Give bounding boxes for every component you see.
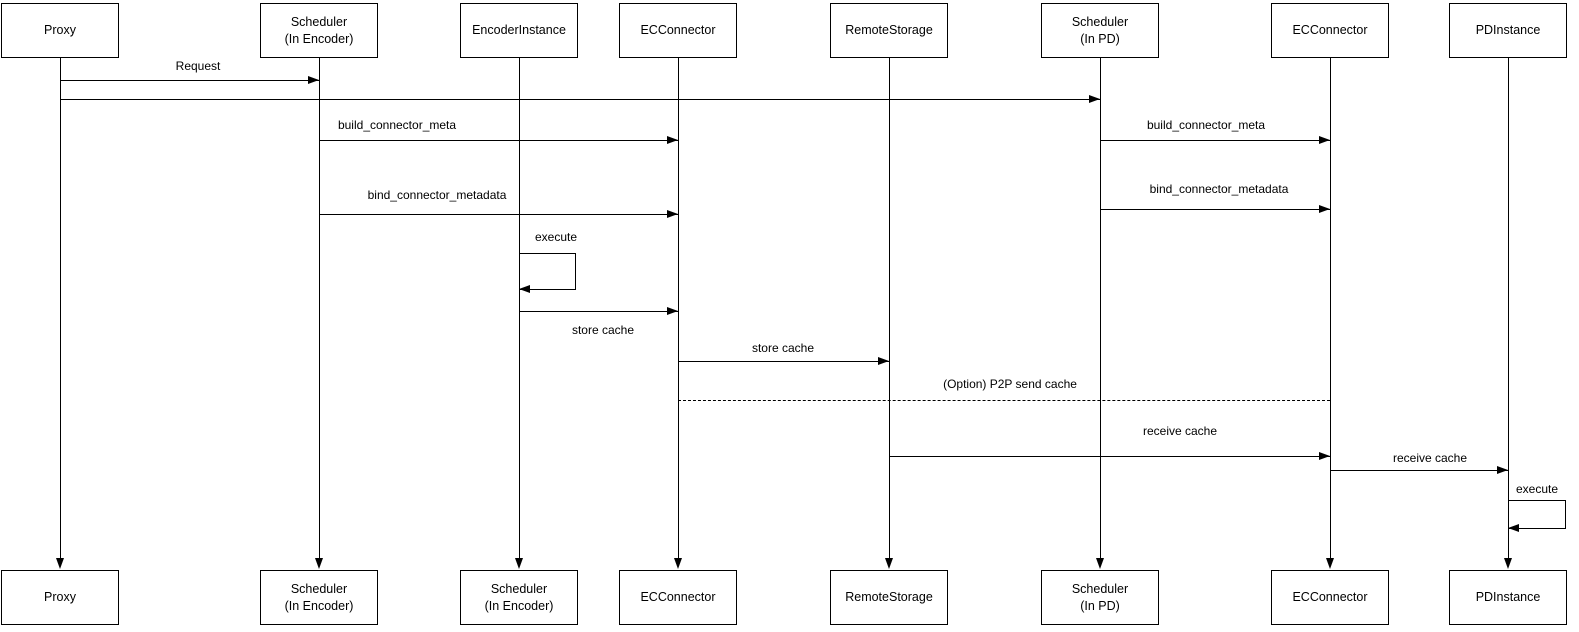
actor-label: RemoteStorage bbox=[845, 23, 933, 38]
actor-label: (In PD) bbox=[1080, 598, 1120, 613]
self-loop-execute-pd bbox=[1508, 500, 1566, 529]
message-label-request: Request bbox=[175, 59, 221, 73]
lifeline-encoder-instance bbox=[518, 58, 520, 561]
lifeline-arrowhead bbox=[55, 558, 64, 569]
actor-bottom-proxy: Proxy bbox=[1, 570, 119, 625]
actor-top-pd-instance: PDInstance bbox=[1449, 3, 1567, 58]
lifeline-arrowhead bbox=[1325, 558, 1334, 569]
actor-top-ec-connector-pd: ECConnector bbox=[1271, 3, 1389, 58]
lifeline-scheduler-in-encoder bbox=[318, 58, 320, 561]
actor-label: Scheduler bbox=[490, 582, 548, 597]
actor-label: Scheduler bbox=[290, 15, 348, 30]
message-label-bind-connector-metadata: bind_connector_metadata bbox=[367, 188, 507, 202]
actor-label: Scheduler bbox=[1071, 582, 1129, 597]
self-loop-execute-encoder bbox=[519, 253, 576, 290]
message-line-bind-connector-metadata-pd bbox=[1100, 209, 1330, 210]
message-line-proxy-to-scheduler-pd bbox=[60, 99, 1100, 100]
lifeline-arrowhead bbox=[1095, 558, 1104, 569]
message-line-store-cache-encoder bbox=[519, 311, 678, 312]
arrowhead-right bbox=[1319, 451, 1330, 460]
lifeline-ec-connector-encoder bbox=[677, 58, 679, 561]
actor-label: EncoderInstance bbox=[472, 23, 566, 38]
message-line-build-connector-meta bbox=[319, 140, 678, 141]
actor-bottom-scheduler-in-pd: Scheduler (In PD) bbox=[1041, 570, 1159, 625]
actor-label: PDInstance bbox=[1475, 23, 1541, 38]
lifeline-arrowhead bbox=[1503, 558, 1512, 569]
lifeline-scheduler-in-pd bbox=[1099, 58, 1101, 561]
message-line-request bbox=[60, 80, 319, 81]
message-line-build-connector-meta-pd bbox=[1100, 140, 1330, 141]
actor-bottom-pd-instance: PDInstance bbox=[1449, 570, 1567, 625]
actor-bottom-ec-connector-encoder: ECConnector bbox=[619, 570, 737, 625]
message-line-receive-cache-remote bbox=[889, 456, 1330, 457]
arrowhead-right bbox=[1319, 135, 1330, 144]
actor-label: ECConnector bbox=[1292, 23, 1368, 38]
message-line-bind-connector-metadata bbox=[319, 214, 678, 215]
message-label-receive-cache-remote: receive cache bbox=[1142, 424, 1218, 438]
lifeline-arrowhead bbox=[673, 558, 682, 569]
actor-bottom-scheduler-in-encoder-2: Scheduler (In Encoder) bbox=[460, 570, 578, 625]
lifeline-remote-storage bbox=[888, 58, 890, 561]
arrowhead-left bbox=[1508, 524, 1519, 532]
message-label-execute-pd: execute bbox=[1515, 482, 1559, 496]
message-label-receive-cache-pd: receive cache bbox=[1392, 451, 1468, 465]
message-label-execute-encoder: execute bbox=[534, 230, 578, 244]
actor-label: ECConnector bbox=[640, 590, 716, 605]
arrowhead-left bbox=[519, 285, 530, 293]
arrowhead-right bbox=[667, 209, 678, 218]
message-label-store-cache-remote: store cache bbox=[751, 341, 815, 355]
lifeline-arrowhead bbox=[514, 558, 523, 569]
arrowhead-right bbox=[1497, 465, 1508, 474]
lifeline-pd-instance bbox=[1507, 58, 1509, 561]
arrowhead-right bbox=[1089, 94, 1100, 103]
arrowhead-right bbox=[667, 135, 678, 144]
lifeline-ec-connector-pd bbox=[1329, 58, 1331, 561]
actor-bottom-scheduler-in-encoder: Scheduler (In Encoder) bbox=[260, 570, 378, 625]
actor-label: (In Encoder) bbox=[484, 598, 554, 613]
actor-label: ECConnector bbox=[1292, 590, 1368, 605]
actor-bottom-ec-connector-pd: ECConnector bbox=[1271, 570, 1389, 625]
message-label-build-connector-meta: build_connector_meta bbox=[337, 118, 457, 132]
message-label-build-connector-meta-pd: build_connector_meta bbox=[1146, 118, 1266, 132]
lifeline-proxy bbox=[59, 58, 61, 561]
actor-label: RemoteStorage bbox=[845, 590, 933, 605]
actor-top-ec-connector-encoder: ECConnector bbox=[619, 3, 737, 58]
message-line-store-cache-remote bbox=[678, 361, 889, 362]
lifeline-arrowhead bbox=[884, 558, 893, 569]
actor-label: (In Encoder) bbox=[284, 31, 354, 46]
actor-top-proxy: Proxy bbox=[1, 3, 119, 58]
actor-bottom-remote-storage: RemoteStorage bbox=[830, 570, 948, 625]
arrowhead-right bbox=[308, 75, 319, 84]
arrowhead-right bbox=[667, 306, 678, 315]
message-label-bind-connector-metadata-pd: bind_connector_metadata bbox=[1149, 182, 1289, 196]
actor-label: Scheduler bbox=[290, 582, 348, 597]
actor-label: (In Encoder) bbox=[284, 598, 354, 613]
message-line-p2p-send-cache bbox=[678, 400, 1330, 401]
message-label-store-cache-encoder: store cache bbox=[571, 323, 635, 337]
actor-label: Proxy bbox=[44, 23, 76, 38]
actor-label: Scheduler bbox=[1071, 15, 1129, 30]
actor-label: PDInstance bbox=[1475, 590, 1541, 605]
arrowhead-right bbox=[878, 356, 889, 365]
actor-top-remote-storage: RemoteStorage bbox=[830, 3, 948, 58]
actor-label: (In PD) bbox=[1080, 31, 1120, 46]
actor-top-encoder-instance: EncoderInstance bbox=[460, 3, 578, 58]
lifeline-arrowhead bbox=[314, 558, 323, 569]
actor-top-scheduler-in-encoder: Scheduler (In Encoder) bbox=[260, 3, 378, 58]
actor-label: ECConnector bbox=[640, 23, 716, 38]
actor-label: Proxy bbox=[44, 590, 76, 605]
message-line-receive-cache-pd bbox=[1330, 470, 1508, 471]
actor-top-scheduler-in-pd: Scheduler (In PD) bbox=[1041, 3, 1159, 58]
message-label-p2p-send-cache: (Option) P2P send cache bbox=[943, 377, 1077, 391]
arrowhead-right bbox=[1319, 204, 1330, 213]
